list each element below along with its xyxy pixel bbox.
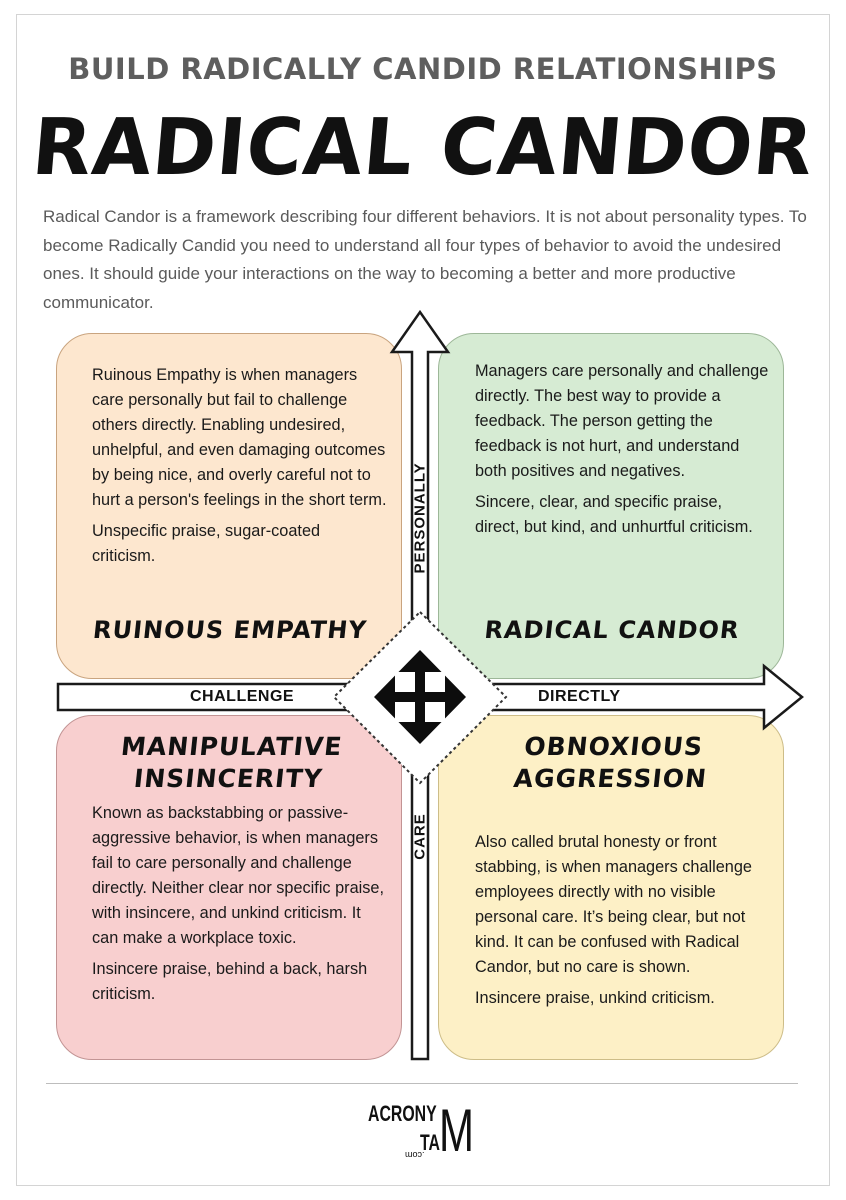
obnoxious-aggression-examples: Insincere praise, unkind criticism. bbox=[475, 989, 715, 1007]
axis-label-care: CARE bbox=[411, 813, 429, 860]
manipulative-insincerity-label-line1: MANIPULATIVE bbox=[119, 732, 344, 761]
obnoxious-aggression-label: OBNOXIOUS AGGRESSION bbox=[449, 731, 776, 795]
ruinous-empathy-text: Ruinous Empathy is when managers care pe… bbox=[92, 363, 387, 575]
logo-big-letter: M bbox=[439, 1097, 474, 1164]
obnoxious-aggression-description: Also called brutal honesty or front stab… bbox=[475, 833, 752, 976]
axis-label-personally: PERSONALLY bbox=[411, 462, 429, 574]
logo-text-line1: ACRONY bbox=[368, 1101, 437, 1126]
quadrant-ruinous-empathy bbox=[56, 333, 402, 679]
radical-candor-description: Managers care personally and challenge d… bbox=[475, 362, 769, 480]
radical-candor-text: Managers care personally and challenge d… bbox=[475, 359, 770, 546]
manipulative-insincerity-text: Known as backstabbing or passive-aggress… bbox=[92, 801, 387, 1013]
manipulative-insincerity-description: Known as backstabbing or passive-aggress… bbox=[92, 804, 384, 947]
quadrant-obnoxious-aggression bbox=[438, 715, 784, 1060]
ruinous-empathy-label: RUINOUS EMPATHY bbox=[91, 616, 369, 644]
manipulative-insincerity-label: MANIPULATIVE INSINCERITY bbox=[67, 731, 394, 795]
ruinous-empathy-examples: Unspecific praise, sugar-coated criticis… bbox=[92, 522, 321, 565]
ruinous-empathy-description: Ruinous Empathy is when managers care pe… bbox=[92, 366, 387, 509]
intro-paragraph: Radical Candor is a framework describing… bbox=[43, 207, 807, 312]
manipulative-insincerity-label-line2: INSINCERITY bbox=[132, 764, 325, 793]
axis-label-directly: DIRECTLY bbox=[538, 688, 621, 705]
obnoxious-aggression-label-line2: AGGRESSION bbox=[512, 764, 709, 793]
axis-label-challenge: CHALLENGE bbox=[190, 688, 295, 705]
quadrant-manipulative-insincerity bbox=[56, 715, 402, 1060]
obnoxious-aggression-text: Also called brutal honesty or front stab… bbox=[475, 830, 765, 1017]
logo-domain: .com bbox=[405, 1150, 425, 1160]
obnoxious-aggression-label-line1: OBNOXIOUS bbox=[522, 732, 705, 761]
radical-candor-examples: Sincere, clear, and specific praise, dir… bbox=[475, 493, 753, 536]
page-subtitle: BUILD RADICALLY CANDID RELATIONSHIPS bbox=[68, 52, 778, 86]
logo-text-line2: TA bbox=[420, 1130, 440, 1155]
radical-candor-label: RADICAL CANDOR bbox=[483, 616, 741, 644]
manipulative-insincerity-examples: Insincere praise, behind a back, harsh c… bbox=[92, 960, 368, 1003]
quadrant-radical-candor bbox=[438, 333, 784, 679]
page-frame bbox=[16, 14, 830, 1186]
footer-divider bbox=[46, 1083, 798, 1084]
